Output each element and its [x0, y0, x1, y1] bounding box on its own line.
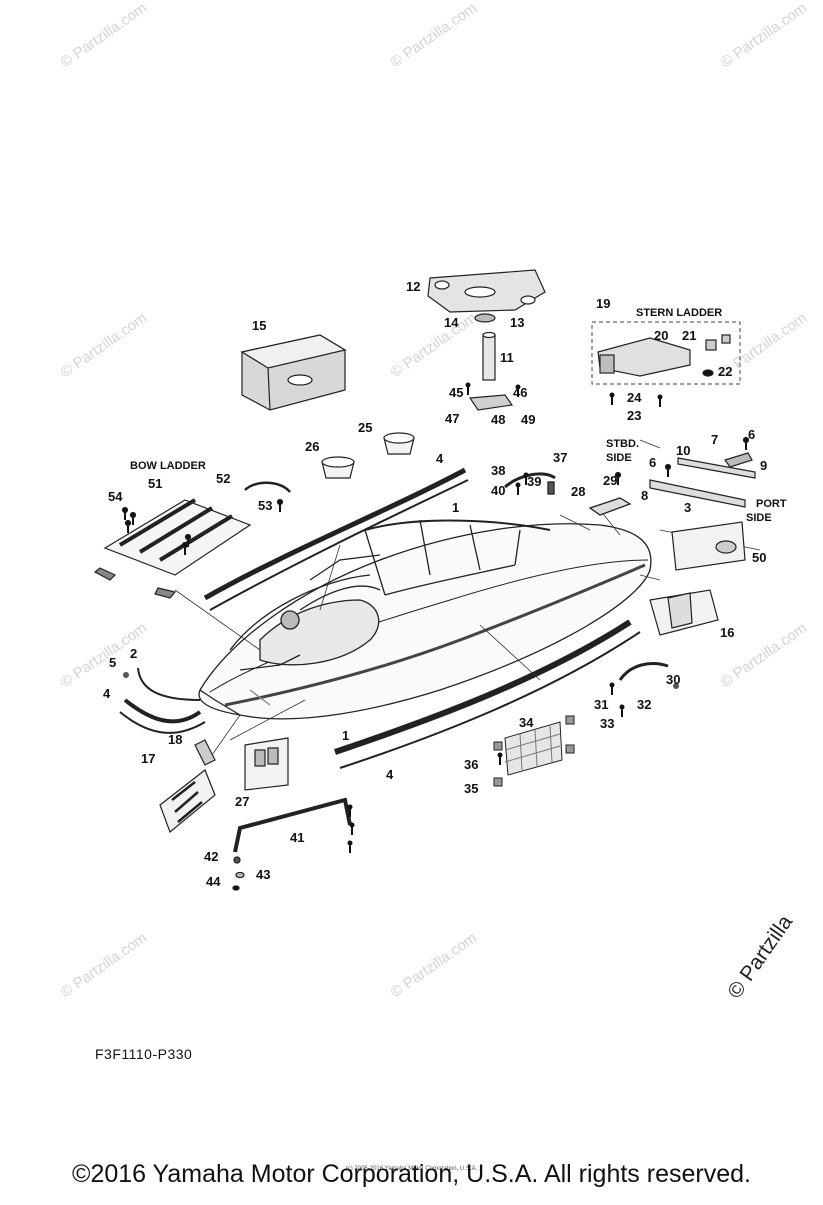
callout-51: 51	[148, 476, 162, 491]
callout-28: 28	[571, 484, 585, 499]
callout-34: 34	[519, 715, 534, 730]
callout-1: 1	[452, 500, 459, 515]
stbd-side-label-1: STBD.	[606, 438, 639, 450]
callout-15: 15	[252, 318, 266, 333]
callout-46: 46	[513, 385, 527, 400]
callout-32: 32	[637, 697, 651, 712]
callout-47: 47	[445, 411, 459, 426]
callout-20: 20	[654, 328, 668, 343]
callout-5: 5	[109, 655, 116, 670]
watermark: © Partzilla.com	[58, 309, 151, 381]
callout-6-lower: 6	[649, 455, 656, 470]
callout-23: 23	[627, 408, 641, 423]
callout-11: 11	[500, 350, 514, 365]
callout-50: 50	[752, 550, 766, 565]
callout-27: 27	[235, 794, 249, 809]
watermark: © Partzilla.com	[388, 309, 481, 381]
trim-brackets	[614, 436, 756, 508]
callout-3: 3	[684, 500, 691, 515]
grab-handles	[232, 472, 669, 891]
bow-ladder-label: BOW LADDER	[130, 460, 206, 472]
table-assembly	[427, 269, 546, 411]
callout-26: 26	[305, 439, 319, 454]
callout-8: 8	[641, 488, 648, 503]
callout-43: 43	[256, 867, 270, 882]
copyright-footer: ©2016 Yamaha Motor Corporation, U.S.A. A…	[72, 1160, 751, 1188]
callout-37: 37	[553, 450, 567, 465]
storage-net	[493, 715, 575, 787]
callout-4-lower: 4	[386, 767, 394, 782]
callout-21: 21	[682, 328, 696, 343]
callout-9: 9	[760, 458, 767, 473]
cleat-parts	[159, 521, 746, 833]
callout-33: 33	[600, 716, 614, 731]
callout-52: 52	[216, 471, 230, 486]
diagram-part-code: F3F1110-P330	[95, 1046, 193, 1062]
callout-42: 42	[204, 849, 218, 864]
callout-16: 16	[720, 625, 734, 640]
bow-ladder-part	[93, 481, 291, 599]
callout-1-lower: 1	[342, 728, 349, 743]
watermark: © Partzilla.com	[58, 929, 151, 1001]
callout-31: 31	[594, 697, 608, 712]
callout-17: 17	[141, 751, 155, 766]
stbd-side-label-2: SIDE	[606, 452, 632, 464]
port-side-label-1: PORT	[756, 498, 787, 510]
callout-13: 13	[510, 315, 524, 330]
watermark-layer: © Partzilla.com © Partzilla.com © Partzi…	[58, 0, 811, 1003]
section-labels: STERN LADDER BOW LADDER STBD. SIDE PORT …	[130, 307, 787, 524]
callout-44: 44	[206, 874, 221, 889]
callout-38: 38	[491, 463, 505, 478]
stern-ladder-box	[591, 321, 741, 408]
callout-48: 48	[491, 412, 505, 427]
callout-35: 35	[464, 781, 478, 796]
callout-25: 25	[358, 420, 372, 435]
callout-numbers: 1 1 2 3 4 4 4 5 6 6 7 8 9 10 11 12 13 14…	[103, 279, 767, 889]
watermark-large: © Partzilla	[723, 911, 797, 1003]
watermark: © Partzilla.com	[388, 929, 481, 1001]
callout-53: 53	[258, 498, 272, 513]
callout-24: 24	[627, 390, 642, 405]
callout-12: 12	[406, 279, 420, 294]
callout-4: 4	[436, 451, 444, 466]
callout-54: 54	[108, 489, 123, 504]
rub-rail-strips	[119, 467, 641, 769]
callout-36: 36	[464, 757, 478, 772]
callout-2: 2	[130, 646, 137, 661]
callout-7: 7	[711, 432, 718, 447]
callout-22: 22	[718, 364, 732, 379]
callout-49: 49	[521, 412, 535, 427]
callout-41: 41	[290, 830, 304, 845]
cooler-part	[240, 334, 347, 411]
watermark: © Partzilla.com	[718, 0, 811, 71]
callout-30: 30	[666, 672, 680, 687]
callout-19: 19	[596, 296, 610, 311]
callout-39: 39	[527, 474, 541, 489]
watermark: © Partzilla.com	[58, 0, 151, 71]
callout-10: 10	[676, 443, 690, 458]
cup-holders	[321, 432, 415, 479]
fasteners	[123, 381, 679, 854]
boat-hull-drawing	[198, 519, 652, 720]
fine-print: (c) 2005-2016 Yamaha Motor Corporation, …	[345, 1166, 478, 1172]
callout-6: 6	[748, 427, 755, 442]
callout-29: 29	[603, 473, 617, 488]
port-side-label-2: SIDE	[746, 512, 772, 524]
callout-45: 45	[449, 385, 463, 400]
callout-40: 40	[491, 483, 505, 498]
callout-18: 18	[168, 732, 182, 747]
callout-14: 14	[444, 315, 459, 330]
callout-4-left: 4	[103, 686, 111, 701]
stern-ladder-label: STERN LADDER	[636, 307, 722, 319]
watermark: © Partzilla.com	[388, 0, 481, 71]
